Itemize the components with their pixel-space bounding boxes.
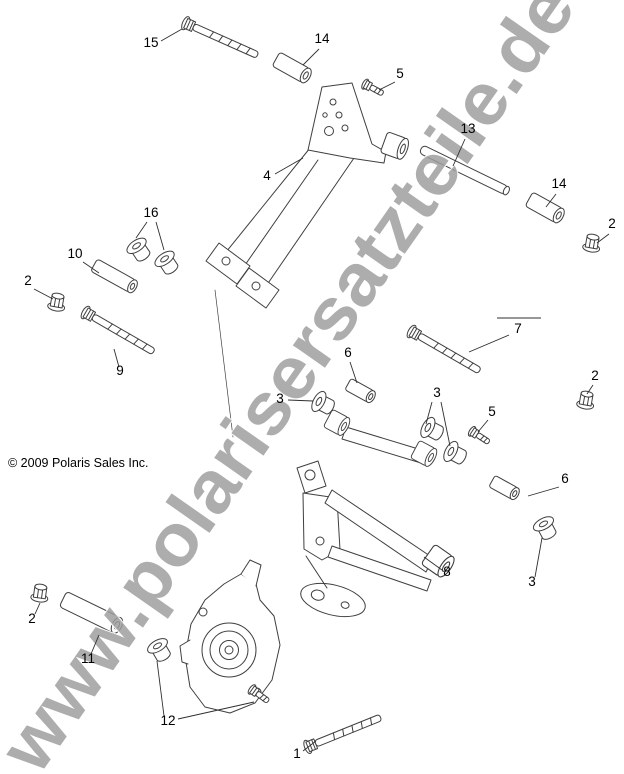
leader-line [586, 384, 594, 395]
part-bolt-1 [301, 710, 384, 756]
callout-3: 3 [528, 574, 536, 589]
part-nut-2-left [46, 291, 68, 313]
callout-2: 2 [24, 273, 32, 288]
part-lower-control-arm [296, 460, 458, 618]
callout-2: 2 [608, 216, 616, 231]
leader-line [477, 419, 489, 433]
callout-5: 5 [396, 66, 404, 81]
callout-5: 5 [488, 404, 496, 419]
callout-2: 2 [591, 368, 599, 383]
copyright-text: © 2009 Polaris Sales Inc. [8, 456, 149, 470]
part-bolt-7 [404, 323, 484, 378]
leader-line [287, 399, 314, 402]
callout-9: 9 [116, 363, 124, 378]
leader-line [534, 537, 543, 578]
leader-line [177, 701, 255, 720]
leader-line [452, 138, 466, 167]
part-bushing-3-right [530, 513, 562, 544]
part-sleeve-6-right [488, 474, 522, 502]
part-nut-2-bottom [29, 582, 51, 604]
callout-3: 3 [276, 391, 284, 406]
leader-line [378, 81, 396, 91]
callout-6: 6 [344, 345, 352, 360]
leader-line [545, 193, 557, 208]
leader-line [33, 288, 54, 300]
callout-8: 8 [443, 564, 451, 579]
leader-line [160, 28, 183, 42]
leader-line [156, 660, 165, 717]
part-bolt-9 [78, 304, 158, 359]
part-bushing-16b [151, 247, 184, 279]
part-sleeve-14-top [271, 51, 315, 86]
leader-line [302, 48, 320, 66]
callout-14: 14 [314, 31, 330, 46]
part-sleeve-14-right [524, 191, 568, 226]
leader-line [349, 361, 358, 384]
part-sleeve-6-mid [344, 377, 378, 405]
leader-line [596, 233, 610, 244]
leader-line [423, 556, 443, 571]
callout-layer: 15 14 5 13 14 2 4 16 10 2 9 6 3 3 7 2 5 6 3 8 2 11 12 1 [24, 28, 616, 761]
leader-line [527, 486, 560, 497]
leader-line [155, 221, 165, 251]
callout-6: 6 [561, 471, 569, 486]
callout-13: 13 [460, 121, 475, 136]
leader-line [440, 401, 451, 447]
leader-line [425, 401, 433, 425]
callout-1: 1 [293, 746, 301, 761]
callout-10: 10 [67, 246, 82, 261]
part-bushing-3a [417, 414, 448, 446]
callout-11: 11 [81, 651, 95, 666]
part-nut-2-midright [575, 389, 597, 411]
part-upper-link [322, 408, 440, 469]
callout-15: 15 [143, 35, 158, 50]
part-spacer-10 [90, 258, 140, 295]
leader-line [113, 348, 120, 368]
part-bushing-16a [123, 234, 156, 266]
callout-7: 7 [514, 321, 522, 336]
leader-line [34, 602, 41, 615]
leader-line [82, 261, 100, 274]
callout-4: 4 [263, 168, 271, 183]
leader-line [90, 634, 100, 655]
part-bushing-3b [440, 438, 471, 470]
leader-line [135, 221, 148, 239]
callout-12: 12 [160, 713, 175, 728]
leader-line [302, 740, 317, 752]
part-bolt-15 [179, 15, 261, 63]
callout-14: 14 [551, 176, 567, 191]
callout-2: 2 [28, 611, 36, 626]
callout-16: 16 [143, 205, 158, 220]
part-upper-a-arm [205, 82, 412, 438]
part-nut-2-topright [581, 232, 603, 254]
part-knuckle [179, 559, 281, 714]
leader-line [274, 157, 304, 175]
part-bolt-5-mid [466, 424, 493, 448]
leader-line [468, 334, 510, 353]
callout-3: 3 [433, 385, 441, 400]
